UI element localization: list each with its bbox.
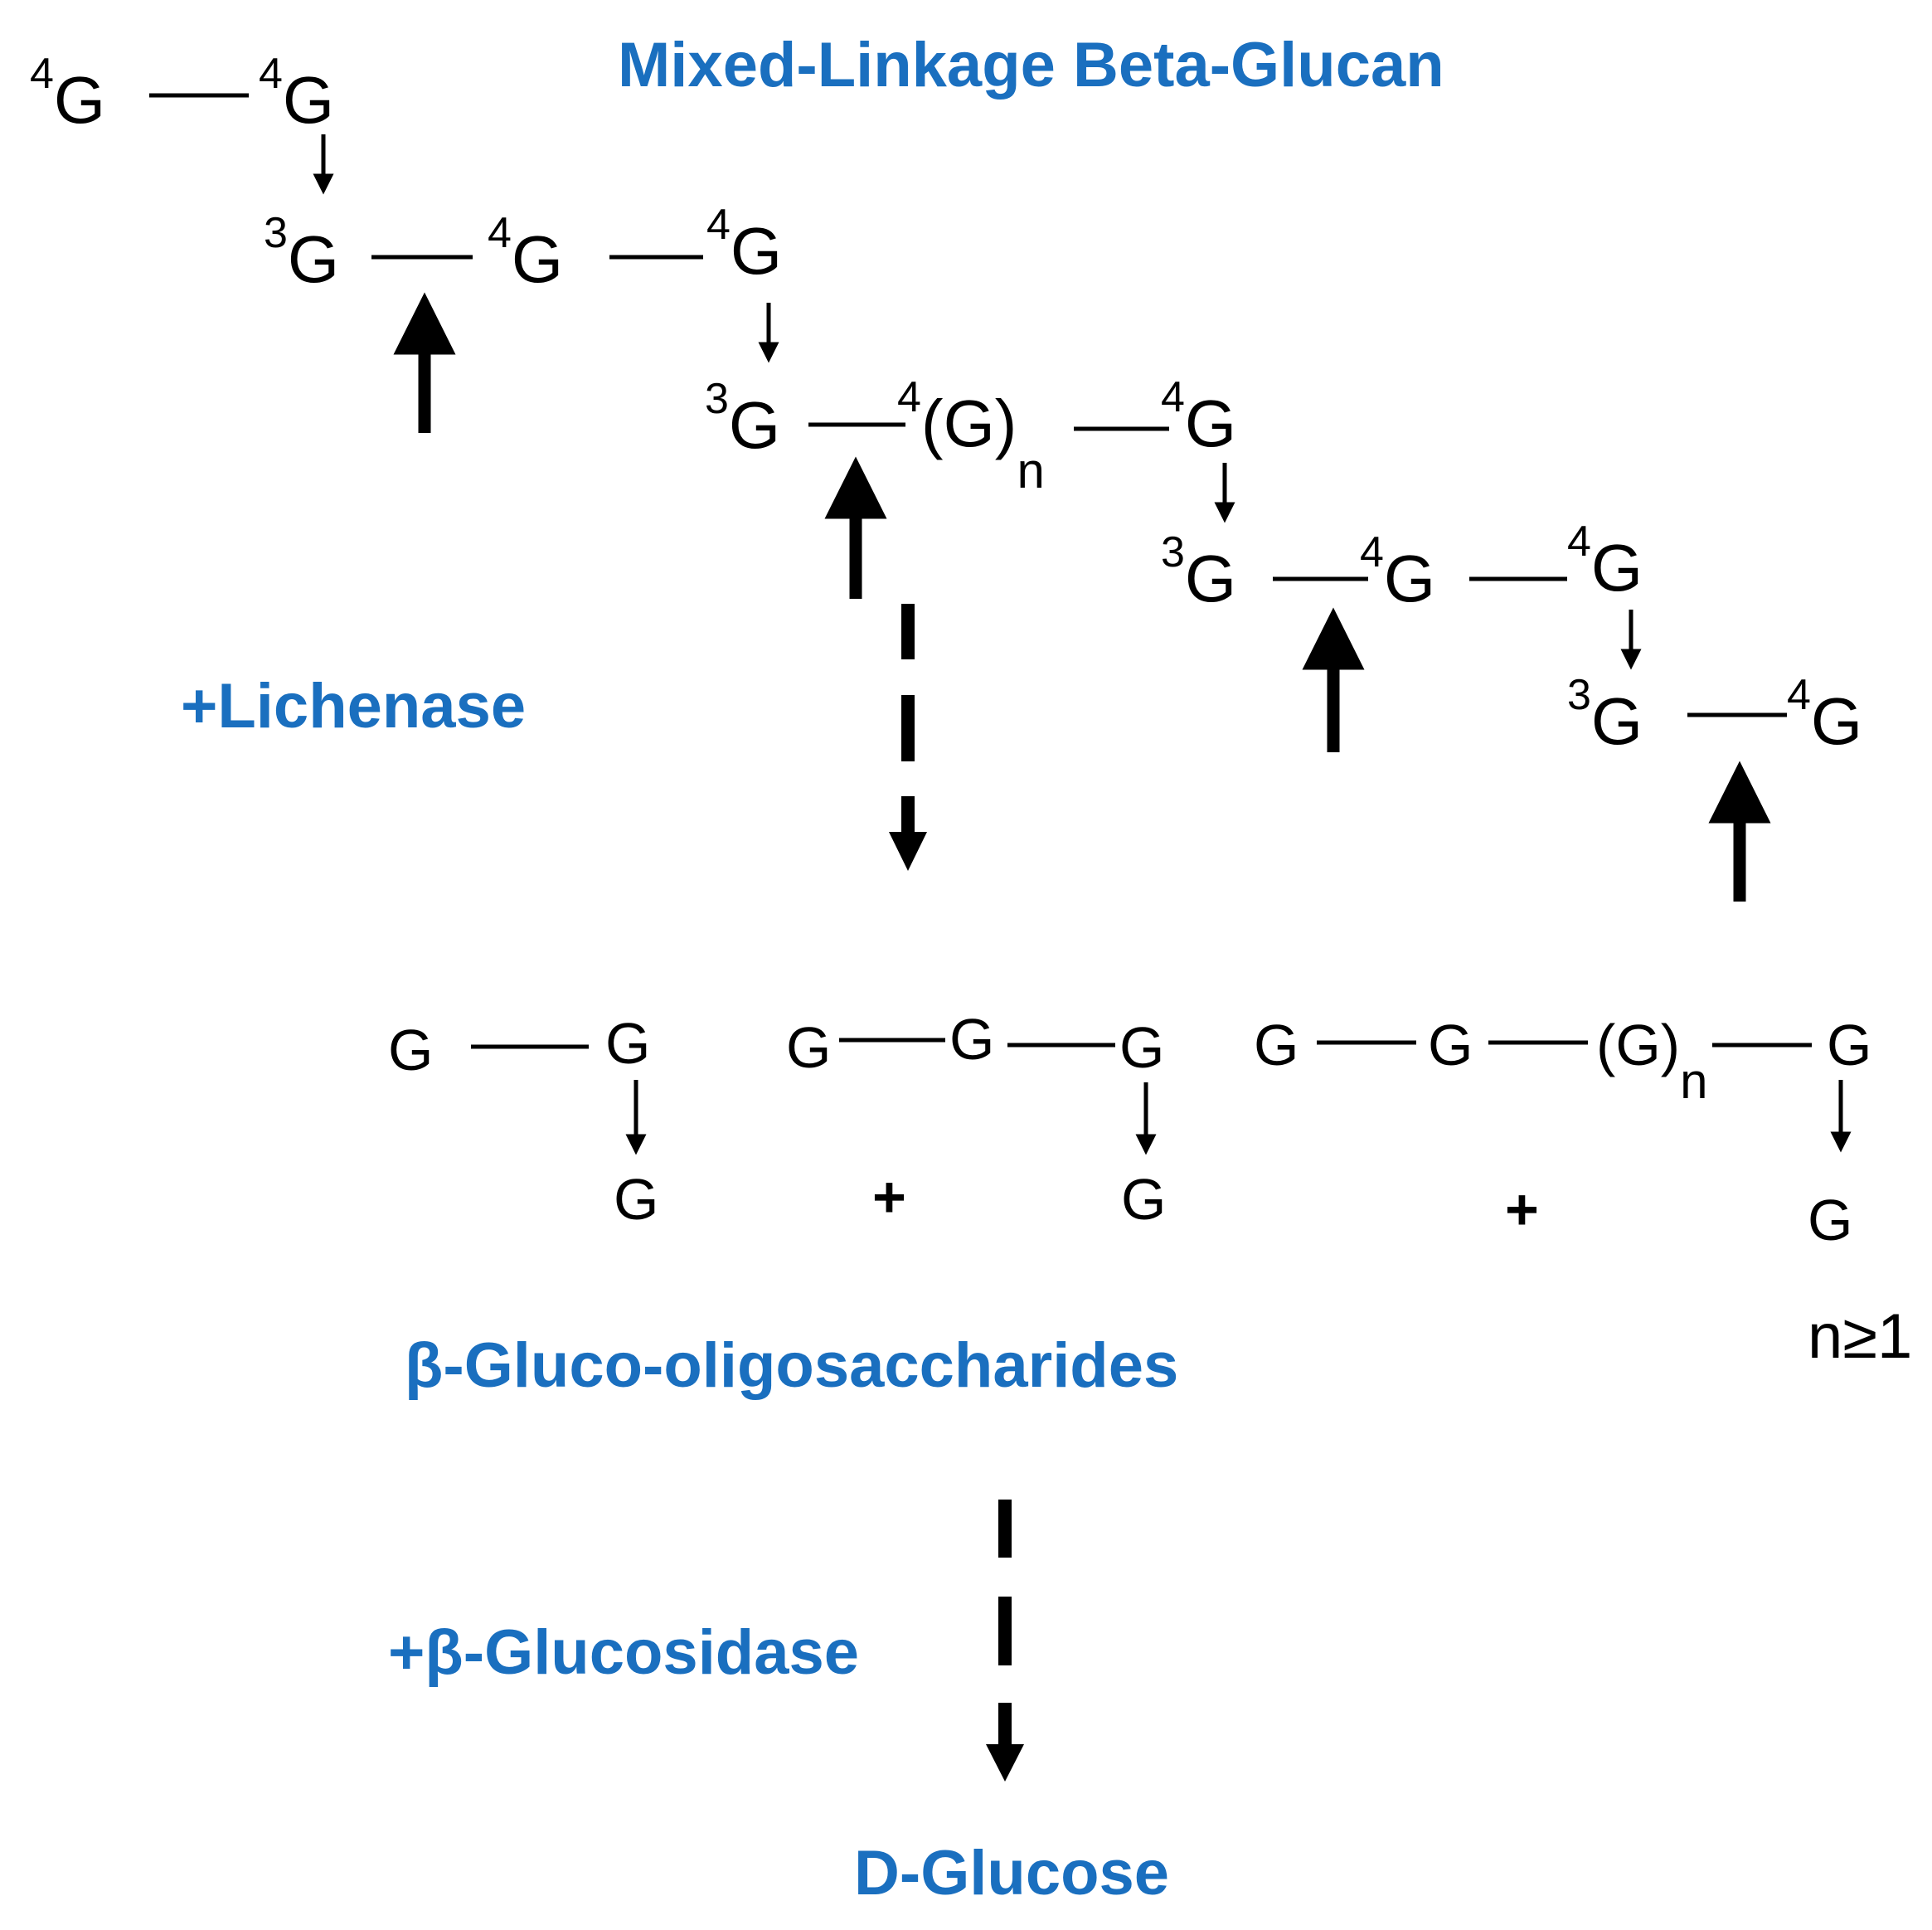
glucose-residue: G <box>605 1011 650 1076</box>
glucose-residue: 4G <box>488 209 563 296</box>
glucose-residue: 4G <box>706 201 782 288</box>
product-oligosaccharide-n: G G (G)n G G <box>1254 1013 1871 1252</box>
glucose-residue: G <box>1119 1015 1164 1080</box>
glucose-residue: G <box>1254 1013 1299 1077</box>
glucose-residue: 4G <box>1161 373 1236 460</box>
product-trisaccharide: G G G G <box>786 1007 1166 1232</box>
glucose-repeat: 4(G)n <box>897 373 1045 498</box>
polymer-row-2: 3G 4G 4G <box>264 201 782 296</box>
glucose-residue: 4G <box>30 50 105 137</box>
glucose-residue: 3G <box>1567 671 1643 758</box>
product-disaccharide: G G G <box>388 1011 658 1232</box>
glucose-residue: G <box>1121 1167 1166 1232</box>
glucose-residue: 4G <box>1567 518 1643 605</box>
glucose-residue: 3G <box>705 375 780 462</box>
glucose-residue: G <box>949 1007 994 1072</box>
glucosidase-reaction-arrow <box>986 1500 1024 1782</box>
polymer-row-4: 3G 4G 4G <box>1161 518 1643 615</box>
glucose-residue: 3G <box>1161 528 1236 615</box>
polymer-row-1: 4G 4G <box>30 50 334 137</box>
glucosidase-label: +β-Glucosidase <box>388 1617 859 1688</box>
glucose-residue: G <box>786 1015 831 1080</box>
glucose-residue: G <box>1827 1013 1871 1077</box>
oligosaccharides-label: β-Gluco-oligosaccharides <box>405 1330 1178 1401</box>
title-label: Mixed-Linkage Beta-Glucan <box>618 30 1444 100</box>
d-glucose-label: D-Glucose <box>854 1838 1169 1908</box>
glucose-residue: G <box>1808 1188 1852 1252</box>
polymer-row-3: 3G 4(G)n 4G <box>705 373 1236 498</box>
glucose-repeat: (G)n <box>1596 1013 1707 1109</box>
glucose-residue: 4G <box>259 50 334 137</box>
n-condition: n≥1 <box>1808 1301 1912 1372</box>
glucose-residue: 3G <box>264 209 339 296</box>
glucose-residue: 4G <box>1360 528 1435 615</box>
polymer-row-5: 3G 4G <box>1567 671 1862 758</box>
lichenase-reaction-arrow <box>889 604 927 871</box>
plus-sign: + <box>872 1164 906 1229</box>
glucose-residue: G <box>614 1167 658 1232</box>
glucose-residue: G <box>388 1018 433 1082</box>
glucose-residue: G <box>1428 1013 1473 1077</box>
plus-sign: + <box>1505 1177 1539 1242</box>
glucose-residue: 4G <box>1787 671 1862 758</box>
lichenase-label: +Lichenase <box>181 671 526 741</box>
